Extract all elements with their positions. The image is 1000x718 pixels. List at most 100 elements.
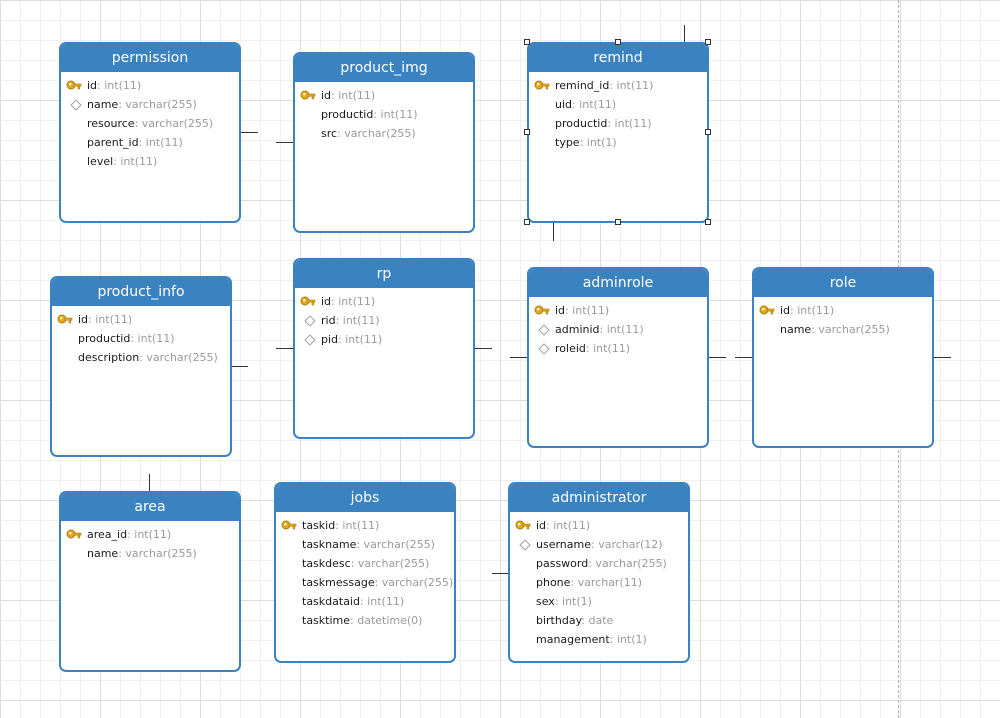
- field-row[interactable]: taskdesc: varchar(255): [276, 554, 454, 573]
- field-name: level: [87, 155, 114, 168]
- field-row[interactable]: resource: varchar(255): [61, 114, 239, 133]
- field-row[interactable]: level: int(11): [61, 152, 239, 171]
- field-row[interactable]: id: int(11): [295, 86, 473, 105]
- field-row[interactable]: uid: int(11): [529, 95, 707, 114]
- field-row[interactable]: name: varchar(255): [61, 544, 239, 563]
- field-row[interactable]: birthday: date: [510, 611, 688, 630]
- field-row[interactable]: src: varchar(255): [295, 124, 473, 143]
- field-row[interactable]: adminid: int(11): [529, 320, 707, 339]
- entity-title[interactable]: role: [754, 269, 932, 297]
- field-row[interactable]: type: int(1): [529, 133, 707, 152]
- entity-title[interactable]: remind: [529, 44, 707, 72]
- selection-handle-top-left[interactable]: [524, 39, 530, 45]
- field-row[interactable]: id: int(11): [295, 292, 473, 311]
- selection-handle-left[interactable]: [524, 129, 530, 135]
- field-row[interactable]: rid: int(11): [295, 311, 473, 330]
- field-type: : int(11): [546, 519, 591, 532]
- selection-handle-top-right[interactable]: [705, 39, 711, 45]
- entity-permission[interactable]: permission id: int(11)name: varchar(255)r…: [59, 42, 241, 223]
- field-name: id: [555, 304, 566, 317]
- field-row[interactable]: name: varchar(255): [61, 95, 239, 114]
- field-row[interactable]: productid: int(11): [295, 105, 473, 124]
- field-type: : varchar(255): [350, 557, 430, 570]
- selection-handle-bottom[interactable]: [615, 219, 621, 225]
- field-row[interactable]: taskid: int(11): [276, 516, 454, 535]
- field-type: : int(11): [572, 98, 617, 111]
- field-name: taskname: [302, 538, 357, 551]
- field-row[interactable]: id: int(11): [510, 516, 688, 535]
- entity-product-info[interactable]: product_info id: int(11)productid: int(11…: [50, 276, 232, 457]
- entity-title[interactable]: product_img: [295, 54, 473, 82]
- field-row[interactable]: id: int(11): [61, 76, 239, 95]
- connector-stub: [149, 474, 150, 492]
- field-row[interactable]: productid: int(11): [529, 114, 707, 133]
- field-row[interactable]: description: varchar(255): [52, 348, 230, 367]
- field-row[interactable]: roleid: int(11): [529, 339, 707, 358]
- field-row[interactable]: id: int(11): [529, 301, 707, 320]
- entity-administrator[interactable]: administrator id: int(11)username: varcha…: [508, 482, 690, 663]
- field-row[interactable]: id: int(11): [52, 310, 230, 329]
- field-row[interactable]: parent_id: int(11): [61, 133, 239, 152]
- selection-handle-top[interactable]: [615, 39, 621, 45]
- field-name: name: [780, 323, 812, 336]
- field-row[interactable]: password: varchar(255): [510, 554, 688, 573]
- entity-title[interactable]: product_info: [52, 278, 230, 306]
- entity-title[interactable]: adminrole: [529, 269, 707, 297]
- field-row[interactable]: tasktime: datetime(0): [276, 611, 454, 630]
- field-row[interactable]: management: int(1): [510, 630, 688, 649]
- field-row[interactable]: remind_id: int(11): [529, 76, 707, 95]
- index-diamond-icon: [304, 315, 316, 327]
- field-row[interactable]: pid: int(11): [295, 330, 473, 349]
- selection-handle-bottom-left[interactable]: [524, 219, 530, 225]
- field-type: : int(11): [565, 304, 610, 317]
- field-name: username: [536, 538, 591, 551]
- field-name: src: [321, 127, 338, 140]
- field-type: : int(11): [335, 519, 380, 532]
- field-name: remind_id: [555, 79, 610, 92]
- primary-key-icon: [66, 78, 82, 92]
- field-row[interactable]: phone: varchar(11): [510, 573, 688, 592]
- field-row[interactable]: productid: int(11): [52, 329, 230, 348]
- entity-product-img[interactable]: product_img id: int(11)productid: int(11)…: [293, 52, 475, 233]
- entity-title[interactable]: rp: [295, 260, 473, 288]
- selection-handle-bottom-right[interactable]: [705, 219, 711, 225]
- entity-area[interactable]: area area_id: int(11)name: varchar(255): [59, 491, 241, 672]
- field-name: id: [321, 295, 332, 308]
- field-row[interactable]: area_id: int(11): [61, 525, 239, 544]
- entity-title[interactable]: jobs: [276, 484, 454, 512]
- field-row[interactable]: name: varchar(255): [754, 320, 932, 339]
- field-name: id: [87, 79, 98, 92]
- field-type: : int(11): [359, 595, 405, 608]
- field-row[interactable]: taskmessage: varchar(255): [276, 573, 454, 592]
- field-list: taskid: int(11)taskname: varchar(255)tas…: [276, 512, 454, 630]
- field-row[interactable]: sex: int(1): [510, 592, 688, 611]
- field-name: id: [780, 304, 791, 317]
- entity-title[interactable]: administrator: [510, 484, 688, 512]
- field-name: taskdesc: [302, 557, 351, 570]
- field-list: id: int(11)rid: int(11)pid: int(11): [295, 288, 473, 349]
- field-list: id: int(11)name: varchar(255): [754, 297, 932, 339]
- entity-title[interactable]: area: [61, 493, 239, 521]
- field-type: : int(11): [88, 313, 133, 326]
- field-name: password: [536, 557, 589, 570]
- field-name: productid: [555, 117, 608, 130]
- field-list: remind_id: int(11)uid: int(11)productid:…: [529, 72, 707, 152]
- connector-stub: [492, 573, 510, 574]
- field-type: : int(11): [373, 108, 418, 121]
- selection-handle-right[interactable]: [705, 129, 711, 135]
- field-row[interactable]: taskname: varchar(255): [276, 535, 454, 554]
- field-row[interactable]: username: varchar(12): [510, 535, 688, 554]
- connector-stub: [240, 132, 258, 133]
- field-type: : int(1): [609, 633, 647, 646]
- entity-title[interactable]: permission: [61, 44, 239, 72]
- field-row[interactable]: id: int(11): [754, 301, 932, 320]
- field-name: parent_id: [87, 136, 139, 149]
- field-name: phone: [536, 576, 571, 589]
- field-row[interactable]: taskdataid: int(11): [276, 592, 454, 611]
